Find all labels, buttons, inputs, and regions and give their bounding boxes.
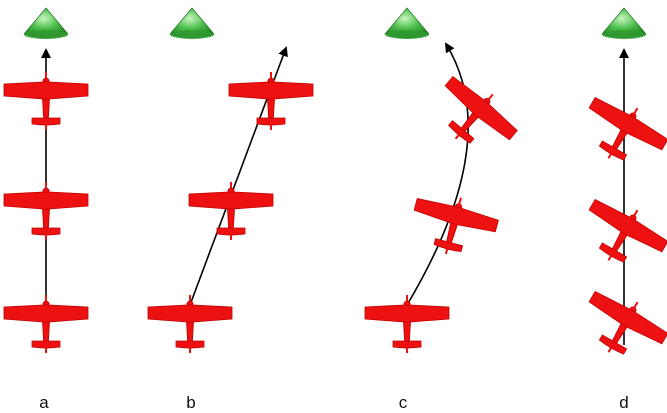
airplane-icon xyxy=(364,294,450,354)
panel-d xyxy=(571,7,667,374)
panel-c xyxy=(364,7,526,354)
airplane-icon xyxy=(571,86,667,180)
airplane-icon xyxy=(404,186,503,266)
airplane-icon xyxy=(422,66,526,167)
panel-label-b: b xyxy=(186,393,196,412)
target-cone-icon xyxy=(601,7,647,40)
target-cone-icon xyxy=(169,7,215,40)
airplane-icon xyxy=(188,181,274,241)
airplane-icon xyxy=(3,294,89,354)
panel-label-a: a xyxy=(39,393,49,412)
flight-path-arrow xyxy=(406,42,469,306)
airplane-icon xyxy=(3,71,89,131)
airplane-icon xyxy=(228,71,314,131)
airplane-icon xyxy=(571,188,667,282)
airplane-icon xyxy=(147,294,233,354)
target-cone-icon xyxy=(23,7,69,40)
panel-a xyxy=(3,7,89,354)
airplane-icon xyxy=(571,280,667,374)
airplane-icon xyxy=(3,181,89,241)
panel-label-c: c xyxy=(398,393,408,412)
target-cone-icon xyxy=(384,7,430,40)
panel-b xyxy=(147,7,314,354)
panel-label-d: d xyxy=(619,393,629,412)
